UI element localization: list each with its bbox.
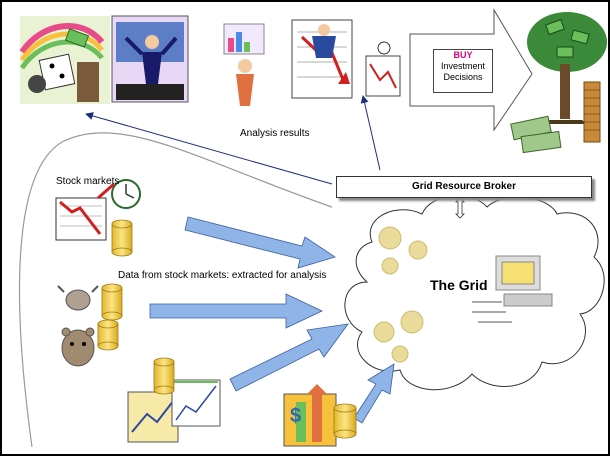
data-extraction-label: Data from stock markets: extracted for a…: [118, 270, 327, 281]
data-source-boundary: [18, 132, 333, 448]
grid-resource-broker: Grid Resource Broker: [336, 176, 592, 198]
data-flow-arrows: [149, 216, 395, 424]
investment-decisions-box: BUY Investment Decisions: [433, 49, 493, 93]
results-to-analysts-arrow: [360, 95, 381, 171]
buy-label: BUY: [453, 50, 473, 60]
stock-trader-icon: [111, 15, 189, 103]
decisions-label: Decisions: [443, 72, 483, 82]
flow-arrow-1: [184, 216, 336, 269]
dollar-growth-icon: $: [283, 384, 337, 447]
broker-cloud-link: [455, 197, 465, 219]
market-analyst-icon: [223, 23, 265, 106]
casino-dice-icon: [19, 16, 110, 104]
presenter-chart-icon: [365, 41, 401, 97]
database-cylinder-icon: [97, 219, 357, 439]
analysis-results-label: Analysis results: [240, 128, 310, 139]
results-to-casino-arrow: [85, 112, 333, 185]
money-stack-icon: [510, 115, 562, 154]
bear-icon: [61, 327, 95, 367]
money-tree-icon: [527, 12, 607, 124]
coin-stack-icon: [583, 81, 601, 143]
falling-stock-chart-icon: [291, 19, 353, 99]
flow-arrow-4: [353, 363, 395, 424]
the-grid-label: The Grid: [430, 277, 488, 293]
grid-cloud: [344, 195, 605, 391]
gear-icon: [373, 226, 428, 363]
stock-markets-label: Stock markets: [56, 176, 120, 187]
flow-arrow-2: [149, 293, 323, 329]
computer-icon: [472, 255, 553, 323]
stock-chart-clock-icon: [55, 179, 141, 241]
investment-label: Investment: [440, 61, 486, 71]
flow-arrow-3: [229, 323, 349, 392]
rising-chart-icon: [127, 379, 221, 443]
svg-text:$: $: [290, 405, 301, 427]
bull-icon: [57, 285, 99, 311]
